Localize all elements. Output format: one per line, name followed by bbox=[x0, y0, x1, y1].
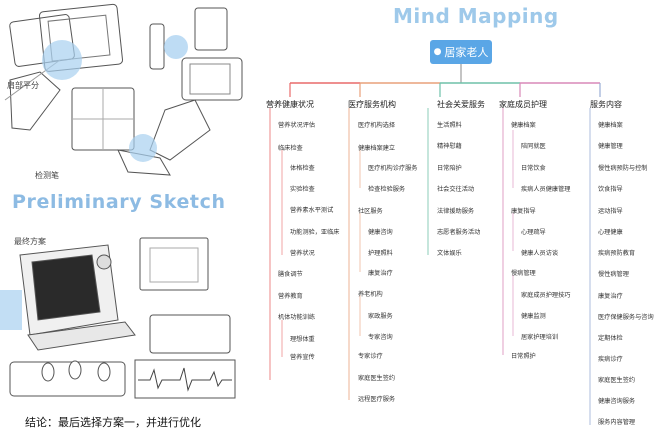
mm-node: 心理疏导 bbox=[521, 229, 546, 236]
mm-node: 运动指导 bbox=[598, 208, 623, 215]
mm-node: 营养教育 bbox=[278, 293, 303, 300]
mm-node: 服务内容管理 bbox=[598, 419, 636, 426]
mm-node: 生活照料 bbox=[437, 122, 462, 129]
mm-node: 营养素水平测试 bbox=[290, 207, 334, 214]
conclusion-text: 结论：最后选择方案一，并进行优化 bbox=[25, 416, 201, 429]
mm-node: 健康咨询服务 bbox=[598, 398, 636, 405]
mm-node: 养老机构 bbox=[358, 291, 383, 298]
mm-node: 家庭医生签约 bbox=[358, 375, 396, 382]
sketch-label-a: 肩部平分 bbox=[7, 81, 39, 90]
mm-node: 健康档案建立 bbox=[358, 145, 396, 152]
mm-node: 健康人员访谈 bbox=[521, 250, 559, 257]
mm-node: 日常陪护 bbox=[437, 165, 462, 172]
mm-node: 心理健康 bbox=[598, 229, 623, 236]
mm-node: 家庭医生签约 bbox=[598, 377, 636, 384]
mm-node: 日常饮食 bbox=[521, 165, 546, 172]
mm-node: 定期体检 bbox=[598, 335, 623, 342]
mm-node: 医疗保健服务与咨询 bbox=[598, 314, 654, 321]
mm-node: 功能测验，亚临床 bbox=[290, 229, 340, 236]
mm-node: 疾病人员健康管理 bbox=[521, 186, 571, 193]
mm-node: 健康管理 bbox=[598, 143, 623, 150]
category-5: 服务内容 bbox=[590, 100, 622, 109]
mm-node: 饮食指导 bbox=[598, 186, 623, 193]
mm-node: 居家护理培训 bbox=[521, 334, 559, 341]
sketch-label-b: 检测笔 bbox=[35, 171, 59, 180]
mm-node: 营养状况评估 bbox=[278, 122, 316, 129]
mm-node: 慢性病预防与控制 bbox=[598, 165, 648, 172]
mm-node: 机体功能训练 bbox=[278, 314, 316, 321]
mm-node: 社会交往活动 bbox=[437, 186, 475, 193]
preliminary-sketch-title: Preliminary Sketch bbox=[12, 191, 226, 213]
mm-node: 健康监测 bbox=[521, 313, 546, 320]
mm-node: 家庭成员护理技巧 bbox=[521, 292, 571, 299]
mm-node: 社区服务 bbox=[358, 208, 383, 215]
mm-node: 健康档案 bbox=[598, 122, 623, 129]
mm-node: 康复指导 bbox=[511, 208, 536, 215]
mm-node: 精神慰藉 bbox=[437, 143, 462, 150]
mm-node: 专家咨询 bbox=[368, 334, 393, 341]
category-1: 营养健康状况 bbox=[266, 100, 314, 109]
category-4: 家庭成员护理 bbox=[499, 100, 547, 109]
sketch-label-c: 最终方案 bbox=[14, 237, 46, 246]
category-2: 医疗服务机构 bbox=[348, 100, 396, 109]
mm-node: 疾病诊疗 bbox=[598, 356, 623, 363]
mm-node: 专家诊疗 bbox=[358, 353, 383, 360]
mm-node: 检查检验服务 bbox=[368, 186, 406, 193]
mm-node: 家政服务 bbox=[368, 313, 393, 320]
mm-node: 实验检查 bbox=[290, 186, 315, 193]
mm-node: 护理照料 bbox=[368, 250, 393, 257]
mm-node: 法律援助服务 bbox=[437, 208, 475, 215]
mm-node: 远程医疗服务 bbox=[358, 396, 396, 403]
mm-node: 营养状况 bbox=[290, 250, 315, 257]
person-icon: ● bbox=[433, 47, 442, 57]
mm-node: 文体娱乐 bbox=[437, 250, 462, 257]
mm-node: 陪同就医 bbox=[521, 143, 546, 150]
mindmap-root-node: ● 居家老人 bbox=[430, 40, 492, 64]
mm-node: 疾病预防教育 bbox=[598, 250, 636, 257]
mm-node: 健康咨询 bbox=[368, 229, 393, 236]
mind-mapping-title: Mind Mapping bbox=[393, 4, 559, 28]
category-3: 社会关爱服务 bbox=[437, 100, 485, 109]
mm-node: 医疗机构诊疗服务 bbox=[368, 165, 418, 172]
mm-node: 康复治疗 bbox=[598, 293, 623, 300]
mm-node: 体格检查 bbox=[290, 165, 315, 172]
mm-node: 临床检查 bbox=[278, 145, 303, 152]
mm-node: 志愿者服务活动 bbox=[437, 229, 481, 236]
mm-node: 营养宣传 bbox=[290, 354, 315, 361]
mm-node: 膳食调节 bbox=[278, 271, 303, 278]
mm-node: 慢性病管理 bbox=[598, 271, 629, 278]
mm-node: 日常照护 bbox=[511, 353, 536, 360]
mm-node: 理想体重 bbox=[290, 336, 315, 343]
root-label: 居家老人 bbox=[444, 46, 489, 59]
mm-node: 慢病管理 bbox=[511, 270, 536, 277]
mm-node: 健康档案 bbox=[511, 122, 536, 129]
mm-node: 康复治疗 bbox=[368, 270, 393, 277]
mm-node: 医疗机构选择 bbox=[358, 122, 396, 129]
